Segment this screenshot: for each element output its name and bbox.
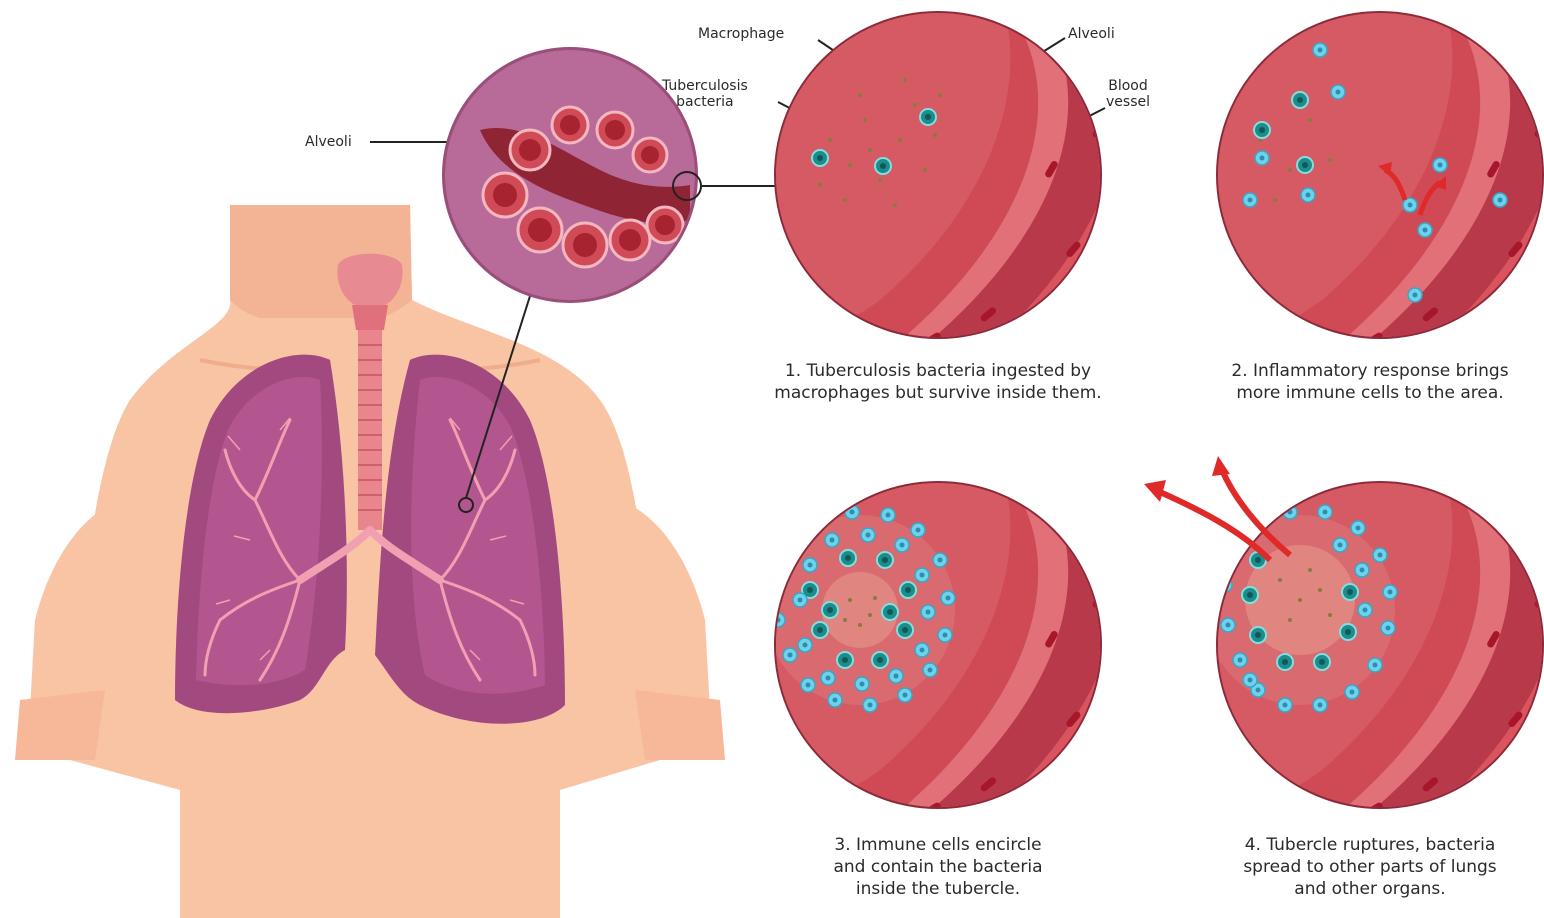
panel-2-circle xyxy=(1202,0,1544,380)
caption-step-3-line-3: inside the tubercle. xyxy=(768,878,1108,900)
label-alveoli-left: Alveoli xyxy=(305,134,352,150)
caption-step-4-line-2: spread to other parts of lungs xyxy=(1196,856,1544,878)
caption-step-4: 4. Tubercle ruptures, bacteria spread to… xyxy=(1196,834,1544,900)
caption-step-2-line-1: 2. Inflammatory response brings xyxy=(1196,360,1544,382)
caption-step-4-line-1: 4. Tubercle ruptures, bacteria xyxy=(1196,834,1544,856)
caption-step-1: 1. Tuberculosis bacteria ingested by mac… xyxy=(716,360,1160,404)
label-macrophage: Macrophage xyxy=(698,26,784,42)
caption-step-2: 2. Inflammatory response brings more imm… xyxy=(1196,360,1544,404)
panel-3-circle xyxy=(760,450,1188,850)
panel-1-circle xyxy=(760,0,1188,380)
label-blood-vessel: Blood vessel xyxy=(1106,78,1150,110)
caption-step-3-line-2: and contain the bacteria xyxy=(768,856,1108,878)
caption-step-1-line-2: macrophages but survive inside them. xyxy=(716,382,1160,404)
caption-step-1-line-1: 1. Tuberculosis bacteria ingested by xyxy=(716,360,1160,382)
label-blood-line1: Blood xyxy=(1106,78,1150,94)
label-blood-line2: vessel xyxy=(1106,94,1150,110)
caption-step-3-line-1: 3. Immune cells encircle xyxy=(768,834,1108,856)
label-tuberculosis-line1: Tuberculosis xyxy=(662,78,748,94)
label-tuberculosis-bacteria: Tuberculosis bacteria xyxy=(662,78,748,110)
panel-4-circle xyxy=(1144,450,1544,850)
label-alveoli-top: Alveoli xyxy=(1068,26,1115,42)
label-tuberculosis-line2: bacteria xyxy=(662,94,748,110)
caption-step-4-line-3: and other organs. xyxy=(1196,878,1544,900)
caption-step-3: 3. Immune cells encircle and contain the… xyxy=(768,834,1108,900)
caption-step-2-line-2: more immune cells to the area. xyxy=(1196,382,1544,404)
